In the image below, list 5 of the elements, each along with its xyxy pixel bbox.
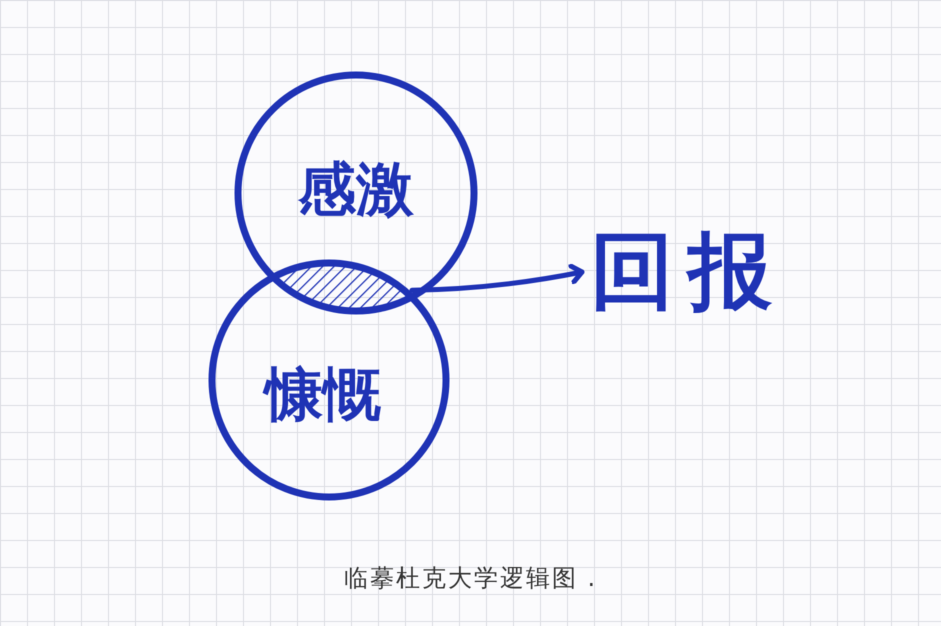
caption: 临摹杜克大学逻辑图 . (342, 563, 598, 594)
result-label: 回报 (590, 215, 786, 329)
arrow (410, 262, 584, 293)
circle-label: 感激 (298, 154, 414, 225)
circle-label: 慷慨 (265, 356, 381, 434)
